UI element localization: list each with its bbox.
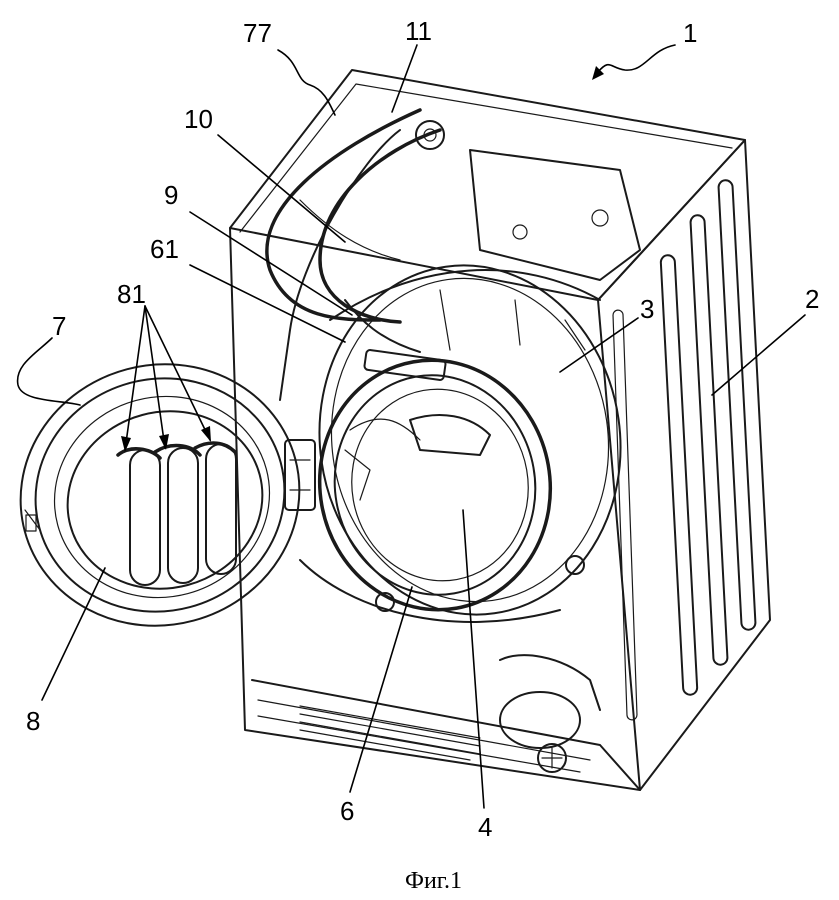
door-gasket <box>317 358 553 612</box>
ref-6: 6 <box>340 796 354 826</box>
reference-numerals: 1 2 3 4 6 7 8 9 10 11 61 77 81 <box>26 16 819 842</box>
drain-pump <box>499 654 601 773</box>
leader-4 <box>462 509 485 809</box>
ref-4: 4 <box>478 812 492 842</box>
door-glass <box>66 410 264 590</box>
leader-lines <box>16 44 806 809</box>
leader-81-a <box>124 305 146 451</box>
internal-hoses <box>265 108 445 401</box>
leader-77 <box>277 49 336 116</box>
ref-61: 61 <box>150 234 179 264</box>
figure-caption: Фиг.1 <box>405 868 462 894</box>
base-vent-slots <box>299 705 481 761</box>
leader-6 <box>349 586 413 793</box>
leader-1 <box>597 44 676 73</box>
leader-7 <box>16 337 81 406</box>
leader-81-b <box>144 305 166 449</box>
ref-8: 8 <box>26 706 40 736</box>
leader-10 <box>217 134 346 243</box>
drum-paddle <box>409 414 491 456</box>
door-lock <box>363 349 447 381</box>
cabinet-right-side <box>597 139 771 791</box>
ref-9: 9 <box>164 180 178 210</box>
leader-2 <box>711 314 806 396</box>
cabinet <box>229 69 771 791</box>
leader-9 <box>189 211 353 316</box>
door-glass-ribs <box>116 441 237 586</box>
tub-bolt-right <box>565 555 585 575</box>
ref-81: 81 <box>117 279 146 309</box>
leader-8 <box>41 567 106 701</box>
ref-77: 77 <box>243 18 272 48</box>
cabinet-top <box>229 69 746 301</box>
leader-11 <box>391 44 418 113</box>
filter-cap <box>537 743 567 773</box>
door-outer-ring <box>19 363 301 627</box>
leader-3 <box>559 317 639 373</box>
inlet-valve <box>415 120 445 150</box>
ref-10: 10 <box>184 104 213 134</box>
ref-3: 3 <box>640 294 654 324</box>
door <box>19 363 301 627</box>
leader-81-c <box>144 305 211 441</box>
ref-2: 2 <box>805 284 819 314</box>
side-panel-ribs <box>612 179 757 721</box>
cabinet-front-edge <box>229 227 641 791</box>
ref-7: 7 <box>52 311 66 341</box>
leader-61 <box>189 264 346 343</box>
drum-opening <box>317 349 553 612</box>
leader-1-arrowhead <box>592 66 604 80</box>
ref-11: 11 <box>405 16 432 46</box>
detergent-housing <box>469 149 641 281</box>
ref-1: 1 <box>683 18 697 48</box>
